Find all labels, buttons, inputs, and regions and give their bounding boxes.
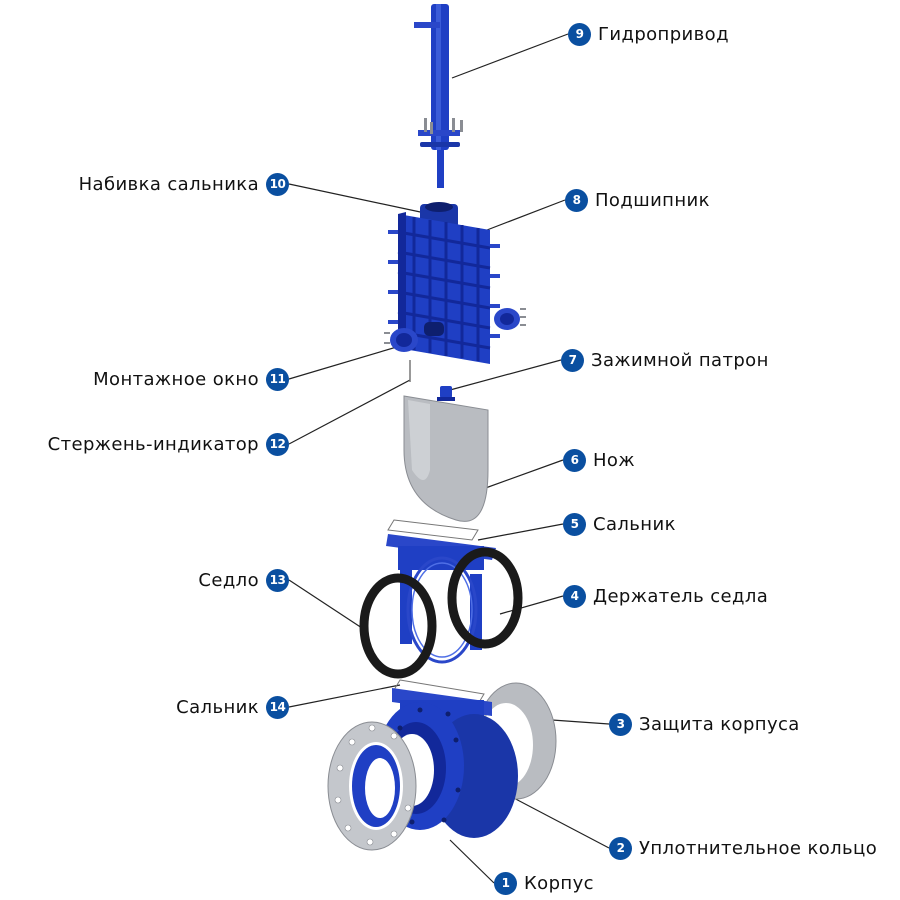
callout-number-badge: 1 (494, 871, 517, 895)
callout-1: 1 Корпус (494, 870, 594, 896)
callout-number-badge: 10 (266, 172, 289, 196)
callout-label: Стержень-индикатор (47, 433, 259, 455)
callout-label: Набивка сальника (78, 173, 259, 195)
callout-label: Зажимной патрон (591, 349, 769, 371)
callout-label: Держатель седла (593, 585, 769, 607)
leader-line-10 (288, 183, 426, 214)
leader-line-2 (507, 794, 610, 849)
callout-14: 14 Сальник (176, 694, 289, 720)
callout-label: Монтажное окно (93, 368, 259, 390)
callout-number-badge: 8 (565, 188, 588, 212)
callout-8: 8 Подшипник (565, 187, 710, 213)
callout-label: Подшипник (595, 189, 710, 211)
leader-line-9 (451, 33, 569, 79)
leader-line-7 (449, 359, 562, 391)
callout-6: 6 Нож (563, 447, 635, 473)
callout-10: 10 Набивка сальника (79, 171, 289, 197)
callout-2: 2 Уплотнительное кольцо (609, 835, 877, 861)
callout-label: Нож (593, 449, 635, 471)
hydraulic-actuator (414, 4, 463, 188)
callout-5: 5 Сальник (563, 511, 676, 537)
leader-line-11 (288, 345, 401, 380)
leader-line-3 (551, 719, 610, 725)
leader-line-13 (288, 579, 366, 631)
callout-number-badge: 4 (563, 584, 586, 608)
callout-number-badge: 9 (568, 22, 591, 46)
bonnet-frame (384, 202, 526, 364)
callout-13: 13 Седло (198, 567, 289, 593)
leader-line-8 (486, 199, 566, 231)
seat-rings (359, 547, 523, 679)
leader-line-12 (288, 379, 411, 445)
callout-number-badge: 12 (266, 432, 289, 456)
callout-9: 9 Гидропривод (568, 21, 729, 47)
callout-label: Седло (198, 569, 259, 591)
callout-label: Гидропривод (598, 23, 729, 45)
gland-packing-upper (387, 519, 479, 541)
callout-4: 4 Держатель седла (563, 583, 768, 609)
callout-number-badge: 14 (266, 695, 289, 719)
leader-lines (288, 33, 610, 884)
callout-7: 7 Зажимной патрон (561, 347, 769, 373)
callout-label: Корпус (524, 872, 594, 894)
callout-number-badge: 3 (609, 712, 632, 736)
callout-number-badge: 7 (561, 348, 584, 372)
callout-12: 12 Стержень-индикатор (48, 431, 289, 457)
leader-line-1 (449, 839, 495, 884)
callout-number-badge: 5 (563, 512, 586, 536)
leader-line-14 (288, 684, 401, 708)
leader-line-6 (479, 459, 564, 491)
callout-number-badge: 6 (563, 448, 586, 472)
leader-line-4 (499, 595, 564, 615)
callout-number-badge: 13 (266, 568, 289, 592)
callout-label: Защита корпуса (639, 713, 800, 735)
sealing-ring-flange (327, 721, 417, 851)
callout-3: 3 Защита корпуса (609, 711, 800, 737)
callout-label: Сальник (593, 513, 676, 535)
callout-number-badge: 2 (609, 836, 632, 860)
callout-11: 11 Монтажное окно (93, 366, 289, 392)
callout-number-badge: 11 (266, 367, 289, 391)
clamp-chuck (437, 386, 455, 401)
knife-gate (403, 395, 489, 522)
callout-label: Сальник (176, 696, 259, 718)
callout-label: Уплотнительное кольцо (639, 837, 878, 859)
leader-line-5 (477, 523, 564, 541)
